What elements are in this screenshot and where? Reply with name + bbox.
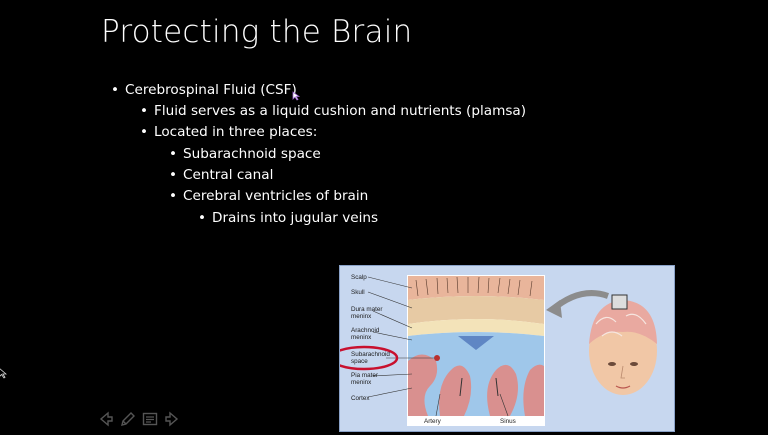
meninges-illustration	[329, 275, 657, 426]
label-sinus: Sinus	[500, 418, 516, 425]
mouse-cursor-icon	[292, 91, 300, 101]
pen-icon[interactable]	[119, 410, 137, 428]
bullet-level3-central-canal: Central canal	[169, 167, 273, 183]
bullet-level4-jugular: Drains into jugular veins	[198, 210, 378, 226]
arrow-cursor-icon	[0, 368, 7, 379]
bullet-level1: Cerebrospinal Fluid (CSF)	[111, 82, 297, 98]
bullet-level2-cushion: Fluid serves as a liquid cushion and nut…	[140, 103, 526, 119]
bullet-level3-subarachnoid: Subarachnoid space	[169, 146, 321, 162]
bullet-level2-located: Located in three places:	[140, 124, 317, 140]
slide-nav-toolbar	[97, 410, 181, 428]
arrow-right-icon[interactable]	[163, 410, 181, 428]
arrow-left-icon[interactable]	[97, 410, 115, 428]
label-artery: Artery	[424, 418, 441, 425]
slide-menu-icon[interactable]	[141, 410, 159, 428]
label-skull: Skull	[351, 289, 365, 296]
bullet-level3-ventricles: Cerebral ventricles of brain	[169, 188, 368, 204]
slide-title: Protecting the Brain	[101, 14, 413, 50]
label-scalp: Scalp	[351, 274, 367, 281]
label-cortex: Cortex	[351, 395, 370, 402]
